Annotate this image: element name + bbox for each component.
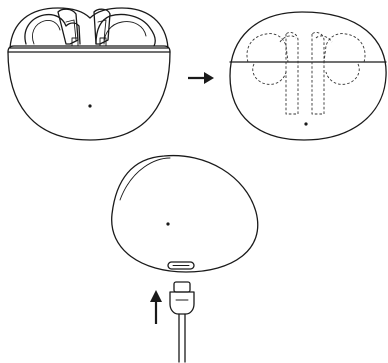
arrow-up-icon <box>150 290 162 324</box>
usb-c-port-icon <box>167 261 195 270</box>
case-body-charging <box>111 154 259 273</box>
indicator-light-icon <box>88 104 92 108</box>
indicator-light-icon <box>166 222 170 226</box>
open-case-with-earbuds <box>7 7 171 141</box>
case-body-closed <box>229 11 387 141</box>
earbuds-in-open-case <box>9 7 169 49</box>
arrow-right-icon <box>188 72 214 84</box>
hidden-earbuds <box>246 31 366 115</box>
case-charging-usb-c <box>111 154 259 363</box>
case-body-open <box>7 45 171 141</box>
closed-case-earbuds-inside <box>229 11 387 141</box>
usb-c-cable-icon <box>169 281 195 363</box>
